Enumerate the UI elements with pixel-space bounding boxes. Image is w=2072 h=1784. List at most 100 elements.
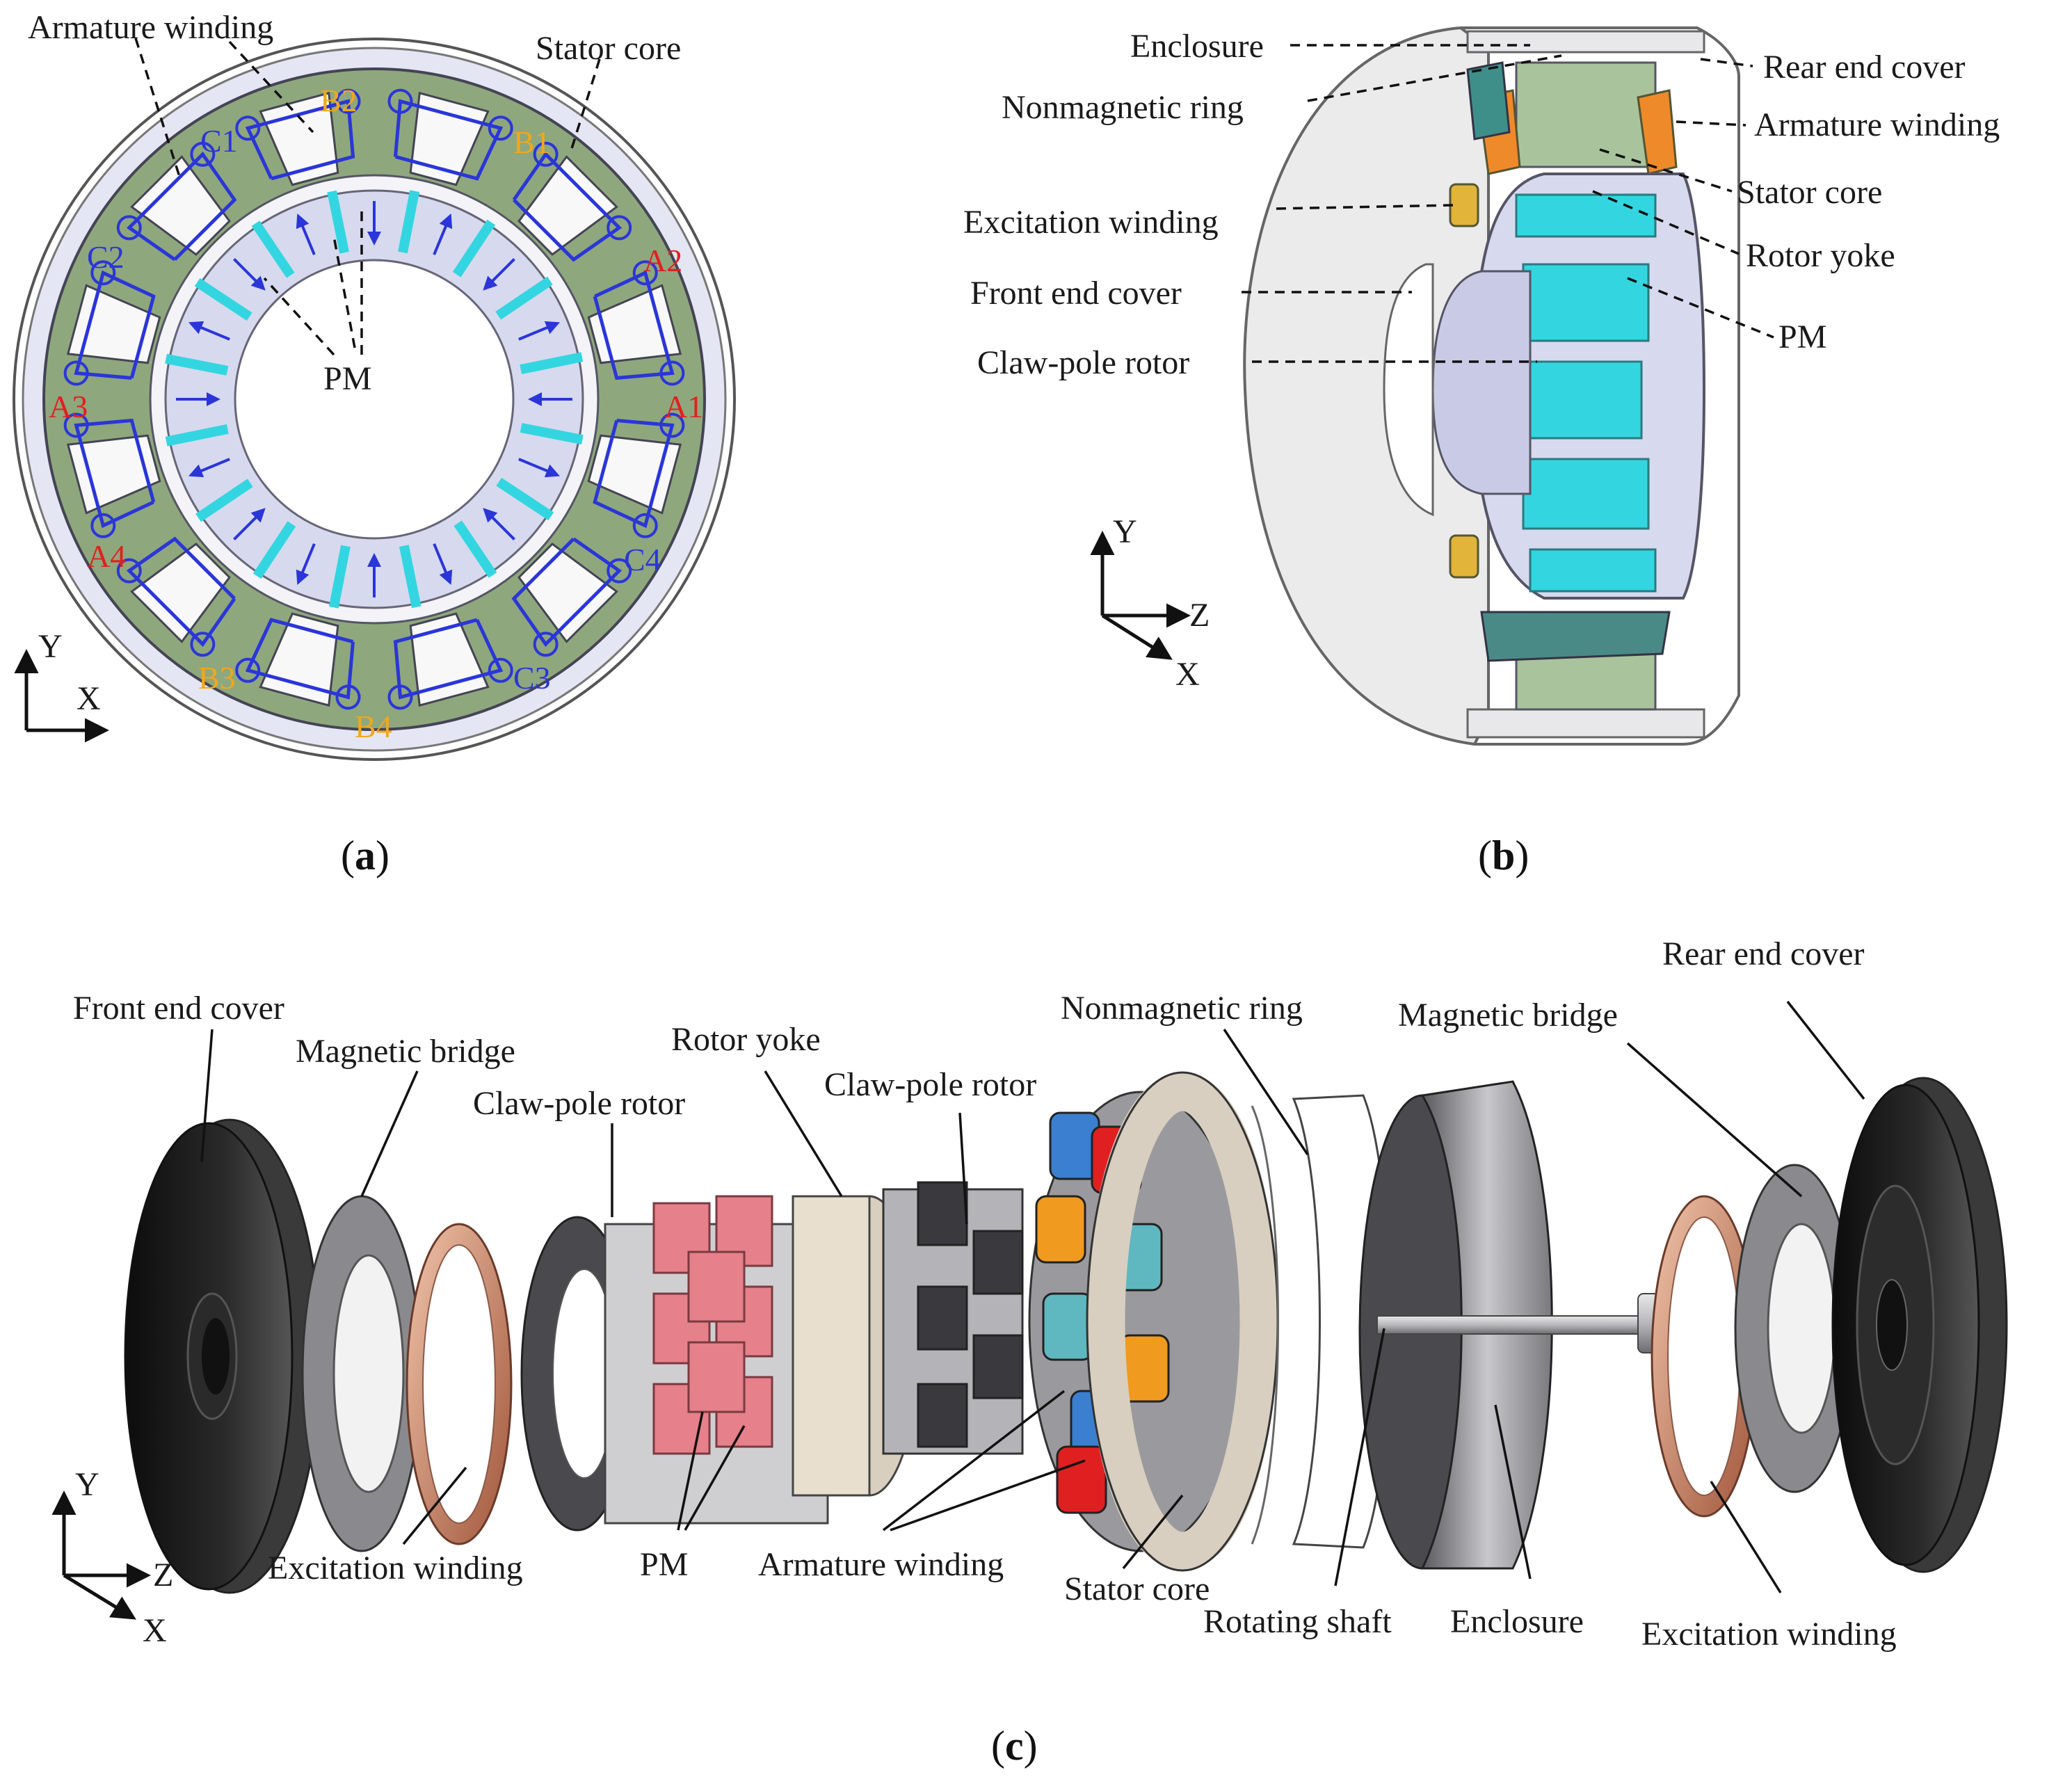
pm-block bbox=[1522, 458, 1650, 530]
conductor-marker bbox=[63, 412, 89, 438]
axis-z-label-b: Z bbox=[1189, 597, 1210, 634]
label-claw-pole-rotor-c-right: Claw-pole rotor bbox=[824, 1066, 1036, 1103]
pm-bar bbox=[194, 278, 252, 321]
leader-pm-c-2 bbox=[684, 1425, 746, 1531]
excitation-winding-c-left-hole bbox=[422, 1244, 496, 1524]
conductor-marker bbox=[90, 513, 116, 538]
leader-magnetic-bridge-c-right bbox=[1626, 1042, 1803, 1198]
pm-bar bbox=[496, 477, 554, 521]
armature-winding-b-bottom bbox=[1480, 611, 1671, 662]
conductor-marker bbox=[335, 684, 361, 710]
coil-label-a1: A1 bbox=[664, 389, 703, 424]
conductor-marker bbox=[63, 360, 89, 386]
stator-slot bbox=[259, 612, 339, 707]
pm-block bbox=[687, 1251, 746, 1323]
conductor-marker bbox=[387, 88, 413, 114]
label-rear-end-cover-c: Rear end cover bbox=[1662, 935, 1865, 972]
winding-loop bbox=[126, 151, 237, 262]
nonmagnetic-ring-c-inner bbox=[1251, 1105, 1279, 1545]
armature-coil bbox=[1042, 1292, 1093, 1361]
winding-loop bbox=[74, 270, 156, 380]
magnetization-arrow bbox=[483, 508, 515, 540]
axis-y-label-c: Y bbox=[75, 1466, 99, 1503]
coil-label-a4: A4 bbox=[87, 538, 126, 574]
enclosure-b bbox=[1466, 30, 1705, 54]
stator-slot bbox=[66, 284, 161, 364]
winding-loop bbox=[245, 99, 355, 181]
winding-loop bbox=[394, 99, 504, 181]
pm-bar bbox=[327, 190, 349, 254]
excitation-winding-b-top bbox=[1449, 183, 1479, 227]
leader-rear-end-cover-c bbox=[1786, 1000, 1865, 1100]
magnetization-arrow bbox=[518, 321, 561, 341]
stator-slot bbox=[409, 612, 490, 707]
armature-coil bbox=[1035, 1195, 1086, 1264]
label-rear-end-cover-b: Rear end cover bbox=[1763, 49, 1966, 86]
claw-pole-bore-b bbox=[1431, 270, 1532, 495]
label-excitation-winding-c-left: Excitation winding bbox=[268, 1550, 523, 1586]
conductor-marker bbox=[335, 88, 361, 114]
winding-loop bbox=[511, 537, 623, 648]
magnetic-bridge-c-left-hole bbox=[332, 1254, 405, 1493]
label-rotating-shaft-c: Rotating shaft bbox=[1203, 1603, 1392, 1640]
conductor-marker bbox=[190, 141, 216, 167]
pm-bar bbox=[328, 545, 351, 609]
magnetization-arrow bbox=[296, 543, 316, 586]
pm-bar bbox=[399, 545, 421, 609]
axis-x-label-c: X bbox=[143, 1612, 167, 1649]
pm-bar bbox=[452, 219, 496, 278]
pm-bar bbox=[398, 190, 420, 254]
label-pm: PM bbox=[323, 360, 371, 397]
conductor-marker bbox=[488, 115, 513, 141]
leader-nonmagnetic-ring-b bbox=[1307, 54, 1562, 102]
rotor-yoke-c bbox=[792, 1195, 871, 1497]
conductor-marker bbox=[235, 115, 261, 141]
winding-loop bbox=[74, 418, 156, 529]
claw-tooth bbox=[972, 1334, 1024, 1399]
label-excitation-winding-b: Excitation winding bbox=[963, 204, 1219, 241]
caption-a: (a) bbox=[341, 833, 389, 878]
pm-block bbox=[1522, 360, 1643, 440]
winding-loop bbox=[512, 151, 623, 262]
pm-block bbox=[1515, 193, 1657, 238]
conductor-marker bbox=[387, 684, 413, 710]
label-claw-pole-rotor-c-left: Claw-pole rotor bbox=[473, 1085, 685, 1122]
winding-loop bbox=[593, 270, 675, 380]
panel-a: B2 B1 C1 A2 C2 A3 A1 A4 C4 B3 C3 B4 Arma… bbox=[13, 9, 736, 878]
leader-armature-winding-a2 bbox=[228, 40, 314, 134]
armature-winding-b-right bbox=[1637, 89, 1678, 175]
magnetization-arrow bbox=[233, 258, 266, 291]
caption-b: (b) bbox=[1478, 833, 1529, 878]
coil-label-b1: B1 bbox=[513, 124, 551, 160]
conductor-marker bbox=[235, 657, 261, 683]
conductor-marker bbox=[632, 513, 658, 538]
claw-tooth bbox=[917, 1285, 968, 1351]
leader-armature-winding-c-1 bbox=[882, 1390, 1066, 1532]
axis-x-arrow-c bbox=[63, 1573, 136, 1620]
leader-front-end-cover-c bbox=[200, 1029, 214, 1162]
pm-block bbox=[1522, 263, 1650, 342]
leader-pm-b bbox=[1627, 277, 1774, 339]
magnetization-arrow bbox=[296, 213, 316, 255]
rotor-bore bbox=[234, 259, 515, 540]
pm-bar bbox=[251, 220, 295, 278]
leader-armature-winding-c-2 bbox=[890, 1459, 1086, 1532]
magnetic-bridge-c-right-hole bbox=[1767, 1223, 1836, 1434]
axis-y-label-b: Y bbox=[1113, 513, 1137, 550]
coil-label-b3: B3 bbox=[198, 660, 236, 696]
label-enclosure-b: Enclosure bbox=[1130, 28, 1264, 65]
rotating-shaft-c bbox=[1376, 1315, 1656, 1335]
leader-magnetic-bridge-c-left bbox=[360, 1070, 419, 1197]
magnetization-arrow bbox=[518, 458, 561, 478]
leader-stator-core-c bbox=[1122, 1494, 1184, 1570]
coil-label-c3: C3 bbox=[513, 660, 551, 696]
pm-bar bbox=[195, 479, 253, 522]
excitation-winding-b-bot bbox=[1449, 534, 1479, 579]
label-magnetic-bridge-c-right: Magnetic bridge bbox=[1398, 997, 1618, 1034]
winding-loop bbox=[126, 536, 236, 648]
label-rotor-yoke-b: Rotor yoke bbox=[1746, 237, 1895, 274]
leader-pm-c-1 bbox=[677, 1411, 704, 1531]
axis-x-arrow-b bbox=[1101, 613, 1173, 660]
caption-c: (c) bbox=[991, 1723, 1038, 1769]
